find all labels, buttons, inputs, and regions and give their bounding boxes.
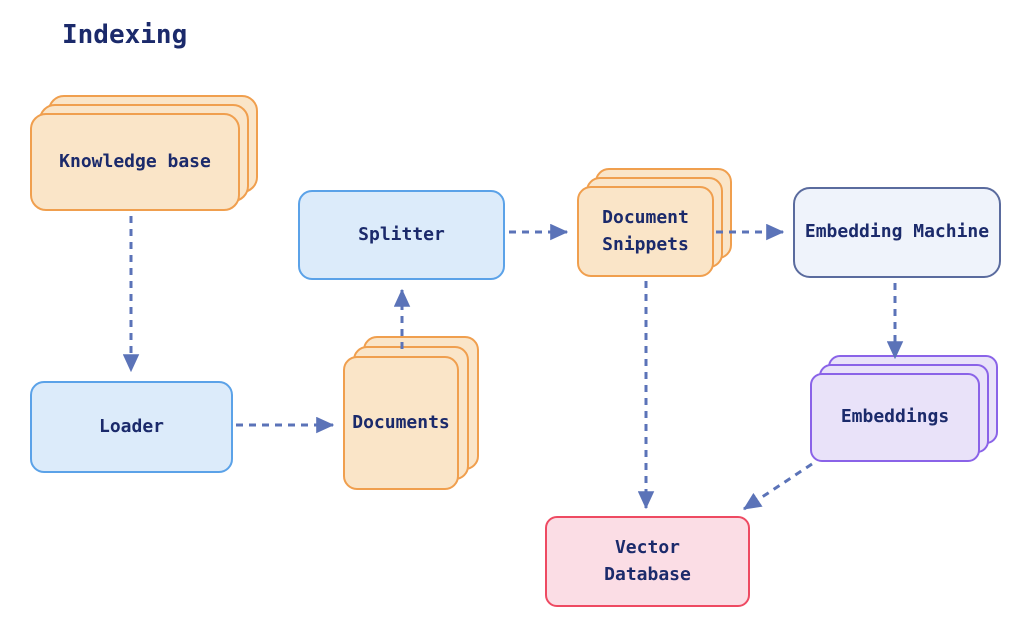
node-label: Embedding Machine [804,221,990,243]
node-card: Vector Database [545,516,750,607]
node-card: Embedding Machine [793,187,1001,278]
node-document-snippets: Document Snippets [577,168,732,277]
node-card: Documents [343,356,459,490]
node-label: Documents [352,411,450,433]
node-card: Knowledge base [30,113,240,211]
node-label: Knowledge base [59,150,211,172]
node-documents: Documents [343,336,479,490]
node-label: Embeddings [840,406,950,428]
node-label: Vector Database [604,537,691,585]
node-label: Loader [98,415,165,437]
node-card: Splitter [298,190,505,280]
node-card: Embeddings [810,373,980,462]
node-loader: Loader [30,381,233,473]
node-splitter: Splitter [298,190,505,280]
node-embeddings: Embeddings [810,355,998,462]
diagram-title: Indexing [62,20,188,50]
node-label: Document Snippets [602,207,689,255]
node-label: Splitter [358,223,445,245]
node-vector-database: Vector Database [545,516,750,607]
node-knowledge-base: Knowledge base [30,95,258,211]
edge-embeddings-to-vector-database [742,462,813,511]
node-embedding-machine: Embedding Machine [793,187,1001,278]
node-card: Document Snippets [577,186,714,277]
node-card: Loader [30,381,233,473]
